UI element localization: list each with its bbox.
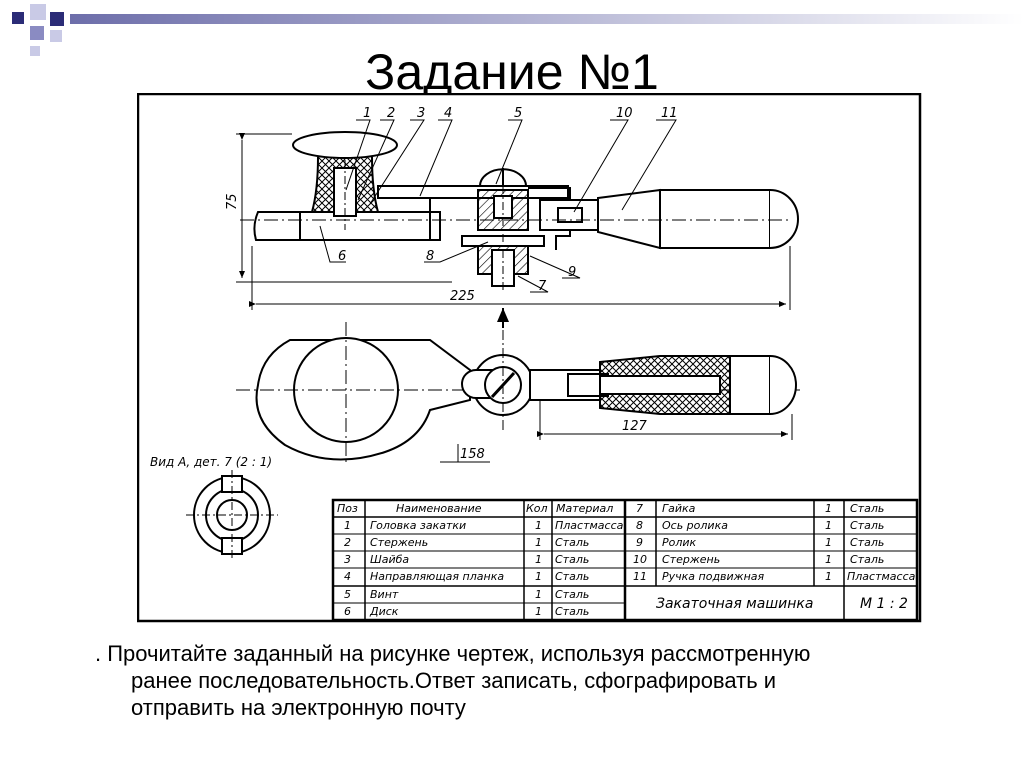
title-block-name: Закаточная машинка [656,596,813,612]
header-gradient-bar [70,14,1024,24]
cell-pos: 4 [344,570,351,583]
cell-name: Ролик [662,536,697,549]
parts-table [331,498,919,622]
technical-drawing: 1 2 3 4 5 10 11 6 8 9 7 75 225 [137,93,922,623]
cell-pos: 3 [344,553,351,566]
leader-7: 7 [538,279,547,294]
deco-square [50,12,64,26]
cell-qty: 1 [825,553,832,566]
cell-name: Винт [370,588,399,601]
cell-pos: 2 [344,536,351,549]
cell-qty: 1 [535,519,542,532]
cell-pos: 9 [636,536,643,549]
th-pos: Поз [337,502,358,515]
caption-line-1: . Прочитайте заданный на рисунке чертеж,… [95,641,811,666]
dim-sheet-ref: 158 [460,447,485,462]
cell-name: Направляющая планка [370,570,504,583]
leader-8: 8 [426,249,434,264]
cell-mat: Пластмасса [847,570,916,583]
leader-3: 3 [417,106,425,121]
leader-9: 9 [568,265,576,280]
dim-length: 225 [450,289,475,304]
cell-qty: 1 [825,502,832,515]
deco-square [30,46,40,56]
dim-127-line [440,400,793,463]
cell-name: Шайба [370,553,409,566]
caption-line-2: ранее последовательность.Ответ записать,… [131,668,777,693]
th-material: Материал [556,502,613,515]
cell-pos: 7 [636,502,643,515]
title-block-scale: М 1 : 2 [860,596,908,612]
dim-height: 75 [225,193,240,210]
cell-name: Гайка [662,502,696,515]
deco-square [50,30,62,42]
cell-pos: 5 [344,588,351,601]
leader-lines [319,119,677,293]
leader-2: 2 [387,106,395,121]
cell-mat: Сталь [555,553,589,566]
cell-name: Ось ролика [662,519,728,532]
cell-mat: Сталь [555,605,589,618]
cell-qty: 1 [535,536,542,549]
leader-5: 5 [514,106,522,121]
cell-mat: Сталь [555,536,589,549]
cell-mat: Сталь [850,519,884,532]
cell-mat: Сталь [850,553,884,566]
cell-name: Стержень [662,553,720,566]
caption-line-3: отправить на электронную почту [131,695,466,720]
cell-mat: Сталь [850,502,884,515]
cell-qty: 1 [535,570,542,583]
front-view [240,131,799,292]
cell-mat: Пластмасса [555,519,624,532]
deco-square [12,12,24,24]
cell-qty: 1 [825,519,832,532]
slide-title: Задание №1 [365,44,659,100]
cell-pos: 6 [344,605,351,618]
view-a-note: Вид А, дет. 7 (2 : 1) [150,455,272,469]
view-a-nut [186,470,278,560]
cell-qty: 1 [535,553,542,566]
cell-qty: 1 [535,605,542,618]
cell-name: Ручка подвижная [662,570,765,583]
th-name: Наименование [396,502,482,515]
cell-pos: 1 [344,519,351,532]
cell-mat: Сталь [555,588,589,601]
leader-1: 1 [363,106,371,121]
cell-name: Головка закатки [370,519,466,532]
dimension-lines [236,133,791,328]
leader-11: 11 [661,106,678,121]
cell-pos: 8 [636,519,643,532]
leader-6: 6 [338,249,346,264]
deco-square [30,4,46,20]
task-instructions: . Прочитайте заданный на рисунке чертеж,… [95,640,975,721]
th-qty: Кол [526,502,548,515]
corner-decoration [12,4,1024,56]
dim-handle: 127 [622,419,648,434]
cell-pos: 10 [633,553,647,566]
cell-pos: 11 [633,570,647,583]
deco-square [30,26,44,40]
leader-4: 4 [444,106,452,121]
cell-name: Стержень [370,536,428,549]
cell-mat: Сталь [850,536,884,549]
cell-name: Диск [369,605,399,618]
cell-qty: 1 [825,536,832,549]
cell-mat: Сталь [555,570,589,583]
top-view [236,322,800,462]
leader-10: 10 [616,106,633,121]
cell-qty: 1 [535,588,542,601]
cell-qty: 1 [825,570,832,583]
